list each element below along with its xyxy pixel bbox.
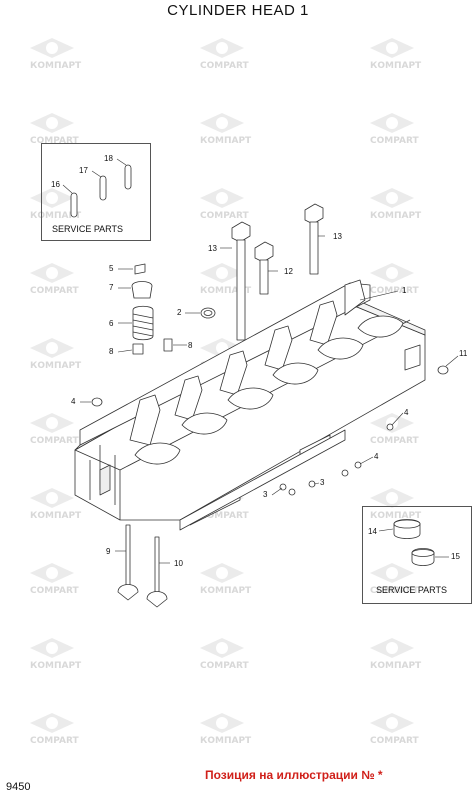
part-label-3b: 3 (263, 490, 268, 499)
watermark-mark: COMPART (30, 413, 79, 446)
part-label-13b: 13 (333, 232, 342, 241)
svg-text:КОМПАРТ: КОМПАРТ (30, 361, 82, 371)
part-label-3a: 3 (320, 478, 325, 487)
position-note: Позиция на иллюстрации № * (205, 768, 383, 782)
part-label-6: 6 (109, 319, 114, 328)
service-rings (393, 519, 435, 566)
svg-text:КОМПАРТ: КОМПАРТ (30, 61, 82, 71)
part-label-10: 10 (174, 559, 183, 568)
svg-text:COMPART: COMPART (30, 586, 79, 596)
watermark-mark: COMPART (30, 563, 79, 596)
part-label-17: 17 (79, 166, 88, 175)
svg-text:КОМПАРТ: КОМПАРТ (370, 211, 422, 221)
watermark-mark: КОМПАРТ (30, 638, 82, 671)
watermark-mark: COMPART (370, 563, 419, 596)
watermark-mark: КОМПАРТ (200, 263, 252, 296)
watermark-mark: COMPART (370, 263, 419, 296)
service-parts-box-right: SERVICE PARTS (362, 506, 472, 604)
watermark-mark: КОМПАРТ (200, 713, 252, 746)
part-label-5: 5 (109, 264, 114, 273)
svg-text:КОМПАРТ: КОМПАРТ (370, 61, 422, 71)
head-bolts (231, 203, 324, 341)
svg-text:КОМПАРТ: КОМПАРТ (370, 511, 422, 521)
watermark-mark: КОМПАРТ (30, 488, 82, 521)
svg-text:COMPART: COMPART (370, 736, 419, 746)
svg-text:COMPART: COMPART (370, 586, 419, 596)
svg-text:COMPART: COMPART (370, 136, 419, 146)
part-label-4b: 4 (404, 408, 409, 417)
svg-text:КОМПАРТ: КОМПАРТ (200, 586, 252, 596)
watermark-mark: КОМПАРТ (200, 113, 252, 146)
svg-text:COMPART: COMPART (200, 61, 249, 71)
svg-text:COMPART: COMPART (30, 286, 79, 296)
svg-text:КОМПАРТ: КОМПАРТ (30, 661, 82, 671)
watermark-mark: COMPART (370, 413, 419, 446)
part-label-15: 15 (451, 552, 460, 561)
svg-text:COMPART: COMPART (30, 736, 79, 746)
service-parts-caption-right: SERVICE PARTS (376, 585, 448, 595)
watermark-mark: COMPART (370, 113, 419, 146)
part-label-11: 11 (459, 349, 468, 358)
watermark-mark: COMPART (200, 638, 249, 671)
svg-text:КОМПАРТ: КОМПАРТ (370, 661, 422, 671)
svg-text:КОМПАРТ: КОМПАРТ (200, 286, 252, 296)
watermark-mark: КОМПАРТ (30, 338, 82, 371)
service-parts-box-top: SERVICE PARTS (41, 143, 151, 241)
watermark-mark: КОМПАРТ (30, 38, 82, 71)
svg-text:COMPART: COMPART (200, 211, 249, 221)
cylinder-head-body (74, 279, 426, 531)
part-label-16: 16 (51, 180, 60, 189)
part-label-1: 1 (402, 286, 407, 295)
small-plugs (91, 365, 449, 496)
watermark-mark: КОМПАРТ (370, 488, 422, 521)
svg-text:COMPART: COMPART (30, 136, 79, 146)
watermark-mark: КОМПАРТ (370, 638, 422, 671)
watermark-mark: COMPART (370, 713, 419, 746)
part-label-8b: 8 (188, 341, 193, 350)
watermark-mark: COMPART (30, 263, 79, 296)
svg-text:COMPART: COMPART (30, 436, 79, 446)
drawing-code: 9450 (6, 781, 31, 793)
svg-text:COMPART: COMPART (200, 511, 249, 521)
svg-text:COMPART: COMPART (370, 436, 419, 446)
part-label-4a: 4 (71, 397, 76, 406)
service-parts-caption-top: SERVICE PARTS (52, 224, 124, 234)
watermark-mark: КОМПАРТ (370, 38, 422, 71)
part-label-12: 12 (284, 267, 293, 276)
service-pins (70, 164, 132, 218)
svg-text:КОМПАРТ: КОМПАРТ (200, 136, 252, 146)
svg-text:COMPART: COMPART (200, 661, 249, 671)
part-label-8a: 8 (109, 347, 114, 356)
watermark-mark: КОМПАРТ (200, 563, 252, 596)
part-label-9: 9 (106, 547, 111, 556)
part-label-13a: 13 (208, 244, 217, 253)
part-label-2: 2 (177, 308, 182, 317)
page-title: CYLINDER HEAD 1 (167, 2, 309, 19)
valve-parts (131, 263, 216, 355)
watermark-mark: COMPART (200, 188, 249, 221)
watermark-mark: COMPART (30, 713, 79, 746)
watermark-mark: КОМПАРТ (370, 188, 422, 221)
part-label-7: 7 (109, 283, 114, 292)
valves (117, 524, 168, 608)
svg-text:COMPART: COMPART (370, 286, 419, 296)
watermark-mark: COMPART (200, 38, 249, 71)
svg-text:КОМПАРТ: КОМПАРТ (200, 736, 252, 746)
part-label-14: 14 (368, 527, 377, 536)
leader-lines (62, 158, 459, 564)
part-label-4c: 4 (374, 452, 379, 461)
svg-text:КОМПАРТ: КОМПАРТ (30, 511, 82, 521)
part-label-18: 18 (104, 154, 113, 163)
svg-text:КОМПАРТ: КОМПАРТ (30, 211, 82, 221)
watermark-mark: COMPART (30, 113, 79, 146)
